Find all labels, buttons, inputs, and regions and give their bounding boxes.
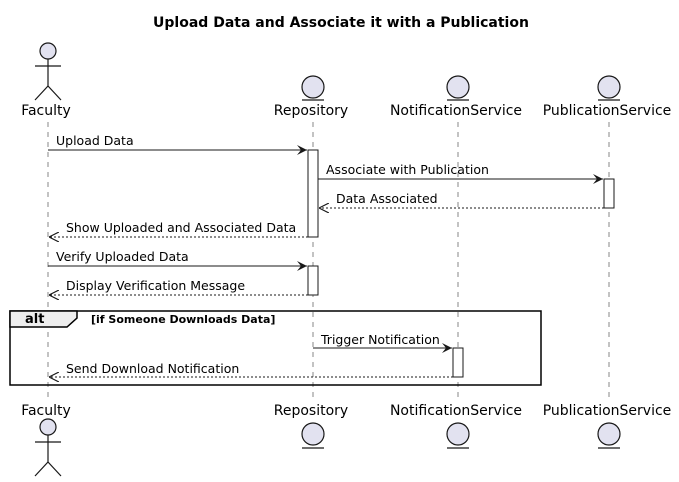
entity-icon xyxy=(597,422,621,449)
entity-icon xyxy=(301,75,325,101)
diagram-title: Upload Data and Associate it with a Publ… xyxy=(153,15,529,31)
alt-fragment-label: alt xyxy=(25,312,44,327)
participant-label-notificationservice: NotificationService xyxy=(390,103,522,119)
message-label: Verify Uploaded Data xyxy=(56,249,189,264)
entity-icon xyxy=(446,422,470,449)
message-label: Associate with Publication xyxy=(326,162,489,177)
alt-fragment xyxy=(9,310,542,386)
activation-bar xyxy=(307,149,319,238)
participant-label-notificationservice: NotificationService xyxy=(390,403,522,419)
entity-icon xyxy=(597,75,621,101)
participant-label-faculty: Faculty xyxy=(21,103,71,119)
activation-bar xyxy=(603,178,615,209)
alt-fragment-guard: [if Someone Downloads Data] xyxy=(91,313,275,326)
message-label: Display Verification Message xyxy=(66,278,245,293)
message-label: Trigger Notification xyxy=(320,332,440,347)
message-label: Send Download Notification xyxy=(66,361,239,376)
activation-bar xyxy=(452,347,464,378)
message-label: Upload Data xyxy=(56,133,134,148)
participant-label-faculty: Faculty xyxy=(21,403,71,419)
actor-icon xyxy=(34,42,62,101)
participant-label-repository: Repository xyxy=(274,103,348,119)
alt-fragment-tab xyxy=(9,310,78,328)
participant-label-repository: Repository xyxy=(274,403,348,419)
participant-label-publicationservice: PublicationService xyxy=(543,103,672,119)
message-label: Data Associated xyxy=(336,191,438,206)
message-label: Show Uploaded and Associated Data xyxy=(66,220,296,235)
entity-icon xyxy=(301,422,325,449)
actor-icon xyxy=(34,418,62,477)
entity-icon xyxy=(446,75,470,101)
participant-label-publicationservice: PublicationService xyxy=(543,403,672,419)
activation-bar xyxy=(307,265,319,296)
